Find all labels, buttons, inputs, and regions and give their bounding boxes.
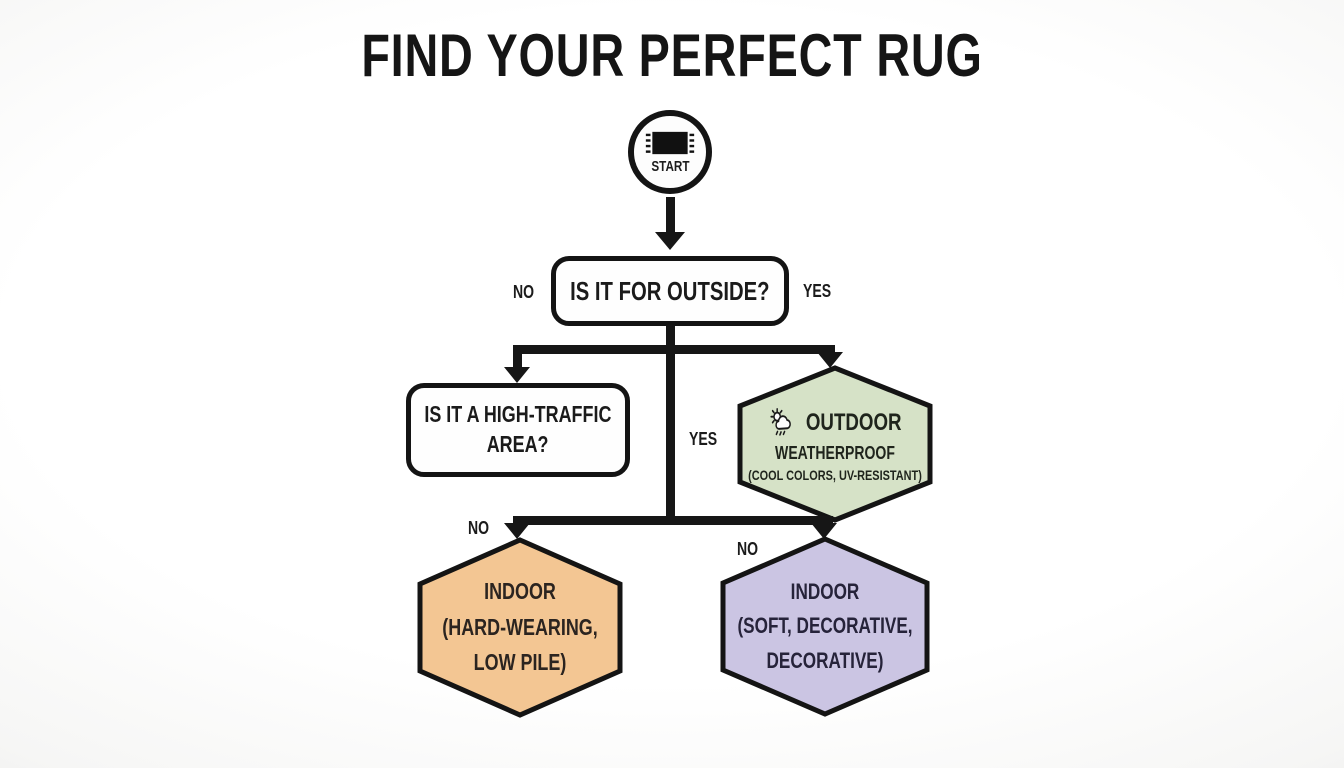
outcome-indoor-hard-detail2: LOW PILE)	[473, 649, 567, 676]
outcome-outdoor-title: OUTDOOR	[805, 408, 902, 436]
outcome-outdoor-detail: (COOL COLORS, UV-RESISTANT)	[748, 466, 922, 483]
decision-outside-box: IS IT FOR OUTSIDE?	[551, 256, 789, 326]
outcome-outdoor-subtitle: WEATHERPROOF	[775, 442, 895, 463]
outcome-indoor-soft-title: INDOOR	[790, 579, 860, 605]
edge-label-no-bottom-right: NO	[736, 539, 758, 559]
page-title: FIND YOUR PERFECT RUG	[361, 22, 983, 89]
start-node: START	[628, 110, 712, 194]
arrowhead-to-indoor-hard-icon	[504, 523, 530, 539]
decision-outside-label: IS IT FOR OUTSIDE?	[570, 275, 770, 306]
arrowhead-to-traffic-box-icon	[504, 367, 530, 383]
outcome-indoor-hard-hex: INDOOR (HARD-WEARING, LOW PILE)	[417, 537, 623, 718]
decision-traffic-box: IS IT A HIGH-TRAFFIC AREA?	[406, 383, 630, 477]
connector-start-shaft	[666, 197, 675, 233]
connector-hbar-bottom	[513, 516, 833, 525]
sun-cloud-rain-icon	[770, 407, 791, 436]
decision-traffic-line2: AREA?	[487, 431, 549, 457]
outcome-indoor-hard-title: INDOOR	[484, 578, 556, 605]
outcome-outdoor-hex: OUTDOOR WEATHERPROOF (COOL COLORS, UV-RE…	[737, 365, 933, 523]
edge-label-no-top: NO	[512, 282, 534, 302]
rug-icon	[645, 131, 695, 155]
hexagon-shape	[737, 365, 933, 523]
outcome-indoor-hard-detail1: (HARD-WEARING,	[442, 613, 598, 640]
connector-center-vertical	[666, 325, 675, 524]
edge-label-yes-middle: YES	[688, 429, 718, 449]
start-label: START	[650, 158, 690, 175]
edge-label-yes-top: YES	[802, 281, 832, 301]
connector-hbar-top	[513, 345, 835, 354]
hexagon-shape	[720, 536, 930, 717]
outcome-indoor-soft-detail1: (SOFT, DECORATIVE,	[737, 613, 913, 639]
arrowhead-start-down-icon	[655, 232, 685, 250]
decision-traffic-line1: IS IT A HIGH-TRAFFIC	[424, 401, 612, 428]
edge-label-no-bottom-left: NO	[467, 518, 489, 538]
hexagon-shape	[417, 537, 623, 718]
arrowhead-to-indoor-soft-icon	[811, 523, 837, 539]
connector-left-stub	[513, 345, 522, 371]
outcome-indoor-soft-hex: INDOOR (SOFT, DECORATIVE, DECORATIVE)	[720, 536, 930, 717]
arrowhead-to-outdoor-hex-icon	[817, 352, 843, 368]
outcome-indoor-soft-detail2: DECORATIVE)	[766, 647, 884, 673]
